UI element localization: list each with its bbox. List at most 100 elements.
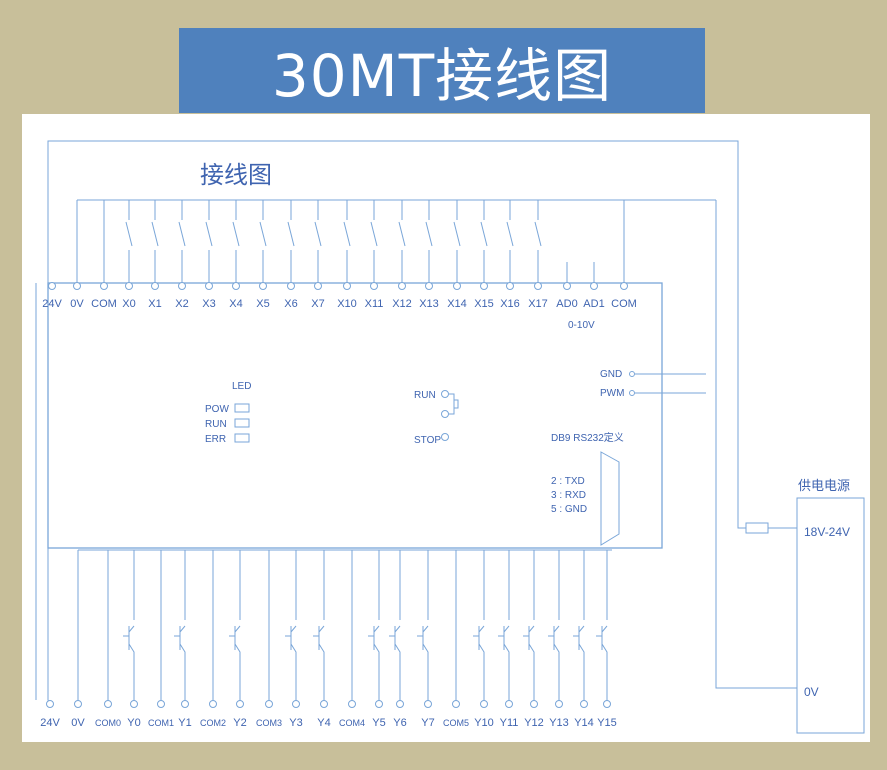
bottom-terminal-label: 24V: [40, 717, 60, 729]
switch-mid-icon: [441, 410, 449, 418]
bottom-terminal-icon: [292, 700, 300, 708]
top-terminal-label: X12: [392, 298, 412, 310]
top-terminal-label: 0V: [70, 298, 84, 310]
input-switch-icon: [425, 200, 433, 283]
top-terminal-label: X15: [474, 298, 494, 310]
top-terminal-icon: [232, 282, 240, 290]
top-terminal-icon: [506, 282, 514, 290]
top-terminal-label: X5: [256, 298, 269, 310]
input-switch-icon: [506, 200, 514, 283]
top-terminal-icon: [620, 282, 628, 290]
input-switch-icon: [232, 200, 240, 283]
top-terminal-label: COM: [91, 298, 117, 310]
bottom-terminal-label: Y2: [233, 717, 246, 729]
bottom-terminal-label: Y15: [597, 717, 617, 729]
input-switch-icon: [125, 200, 133, 283]
bottom-terminal-icon: [74, 700, 82, 708]
top-terminal-label: X14: [447, 298, 467, 310]
power-zero: 0V: [804, 685, 819, 699]
top-terminal-icon: [480, 282, 488, 290]
input-switch-icon: [287, 200, 295, 283]
bottom-terminal-label: COM4: [339, 718, 365, 728]
bottom-terminal-icon: [480, 700, 488, 708]
led-pow: POW: [205, 404, 229, 415]
bottom-terminal-label: COM0: [95, 718, 121, 728]
output-transistor-icon: [313, 550, 325, 701]
top-terminal-label: 24V: [42, 298, 62, 310]
wiring-sheet: [22, 114, 870, 742]
top-terminal-icon: [73, 282, 81, 290]
input-switch-icon: [178, 200, 186, 283]
bottom-terminal-label: Y10: [474, 717, 494, 729]
power-title: 供电电源: [798, 478, 850, 493]
output-transistor-icon: [229, 550, 241, 701]
fuse-icon: [745, 522, 769, 534]
output-transistor-icon: [368, 550, 380, 701]
led-pow-icon: [234, 403, 250, 413]
bottom-terminal-label: Y13: [549, 717, 569, 729]
bottom-terminal-label: Y5: [372, 717, 385, 729]
bottom-terminal-icon: [46, 700, 54, 708]
output-transistor-icon: [498, 550, 510, 701]
output-transistor-icon: [596, 550, 608, 701]
top-terminal-icon: [453, 282, 461, 290]
bottom-terminal-label: Y14: [574, 717, 594, 729]
bottom-terminal-label: Y1: [178, 717, 191, 729]
input-switch-icon: [453, 200, 461, 283]
input-switch-icon: [205, 200, 213, 283]
input-switch-icon: [534, 200, 542, 283]
db9-pin-txd: 2 : TXD: [551, 476, 585, 487]
output-transistor-icon: [123, 550, 135, 701]
input-switch-icon: [343, 200, 351, 283]
input-switch-icon: [398, 200, 406, 283]
output-transistor-icon: [417, 550, 429, 701]
pwm-label: PWM: [600, 388, 624, 399]
bottom-terminal-label: COM3: [256, 718, 282, 728]
led-title: LED: [232, 381, 251, 392]
top-terminal-label: X11: [365, 298, 384, 310]
bottom-terminal-icon: [396, 700, 404, 708]
pwm-terminal-icon: [629, 390, 635, 396]
bottom-terminal-icon: [530, 700, 538, 708]
top-terminal-icon: [314, 282, 322, 290]
bottom-terminal-icon: [130, 700, 138, 708]
db9-connector-icon: [600, 451, 620, 546]
switch-lever-icon: [449, 393, 459, 415]
output-transistor-icon: [573, 550, 585, 701]
top-terminal-icon: [534, 282, 542, 290]
input-switch-icon: [314, 200, 322, 283]
bottom-terminal-label: Y12: [524, 717, 544, 729]
bottom-terminal-label: COM1: [148, 718, 174, 728]
bottom-terminal-label: Y11: [500, 717, 519, 729]
switch-stop-icon: [441, 433, 449, 441]
bottom-terminal-icon: [320, 700, 328, 708]
bottom-wiring: [46, 283, 612, 708]
top-terminal-label: X10: [337, 298, 357, 310]
top-terminal-label: AD1: [583, 298, 604, 310]
output-transistor-icon: [523, 550, 535, 701]
bottom-terminal-icon: [555, 700, 563, 708]
top-terminal-icon: [590, 282, 598, 290]
top-terminal-icon: [151, 282, 159, 290]
switch-run-icon: [441, 390, 449, 398]
top-wiring: [48, 199, 716, 290]
power-voltage: 18V-24V: [804, 525, 850, 539]
top-terminal-icon: [259, 282, 267, 290]
top-terminal-icon: [370, 282, 378, 290]
top-terminal-icon: [205, 282, 213, 290]
output-transistor-icon: [285, 550, 297, 701]
input-switch-icon: [151, 200, 159, 283]
bottom-terminal-icon: [157, 700, 165, 708]
top-terminal-label: X7: [311, 298, 324, 310]
input-switch-icon: [370, 200, 378, 283]
bottom-terminal-label: Y0: [127, 717, 140, 729]
top-terminal-label: X6: [284, 298, 297, 310]
power-supply-box: [796, 497, 865, 734]
top-terminal-icon: [398, 282, 406, 290]
output-transistor-icon: [389, 550, 401, 701]
top-terminal-label: X3: [202, 298, 215, 310]
top-terminal-label: X4: [229, 298, 242, 310]
bottom-terminal-label: Y7: [421, 717, 434, 729]
